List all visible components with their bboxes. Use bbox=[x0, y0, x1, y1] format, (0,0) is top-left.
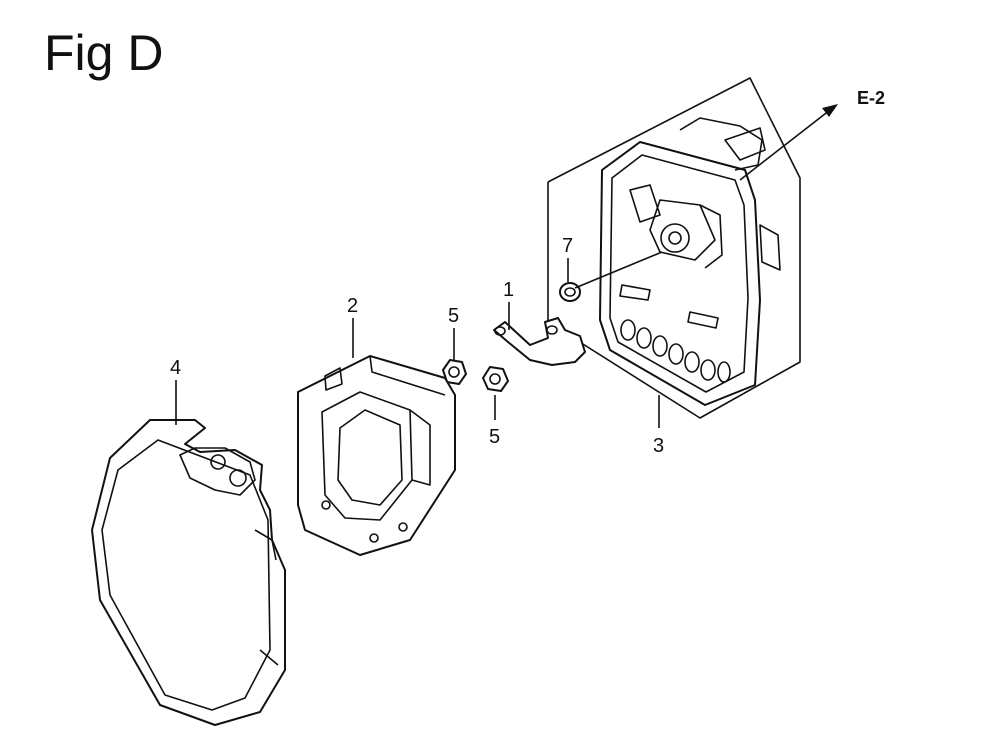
leader-lines bbox=[175, 109, 831, 428]
callout-5-upper: 5 bbox=[448, 305, 459, 327]
case-vent-slots bbox=[620, 319, 731, 383]
reference-label-e2: E-2 bbox=[857, 88, 885, 108]
callout-4: 4 bbox=[170, 357, 181, 379]
part-5-nut-lower bbox=[482, 366, 509, 392]
callout-7: 7 bbox=[562, 235, 573, 257]
callout-1: 1 bbox=[503, 279, 514, 301]
callout-2: 2 bbox=[347, 295, 358, 317]
part-1-bracket bbox=[493, 317, 586, 366]
part-3-air-cleaner-case bbox=[547, 77, 801, 419]
callout-3: 3 bbox=[653, 435, 664, 457]
reference-arrowhead bbox=[822, 104, 838, 117]
callout-5-lower: 5 bbox=[489, 426, 500, 448]
part-2-foam-element bbox=[297, 355, 456, 556]
part-7-collar bbox=[559, 282, 581, 302]
figure-title: Fig D bbox=[44, 25, 164, 81]
part-4-cover bbox=[91, 419, 286, 726]
